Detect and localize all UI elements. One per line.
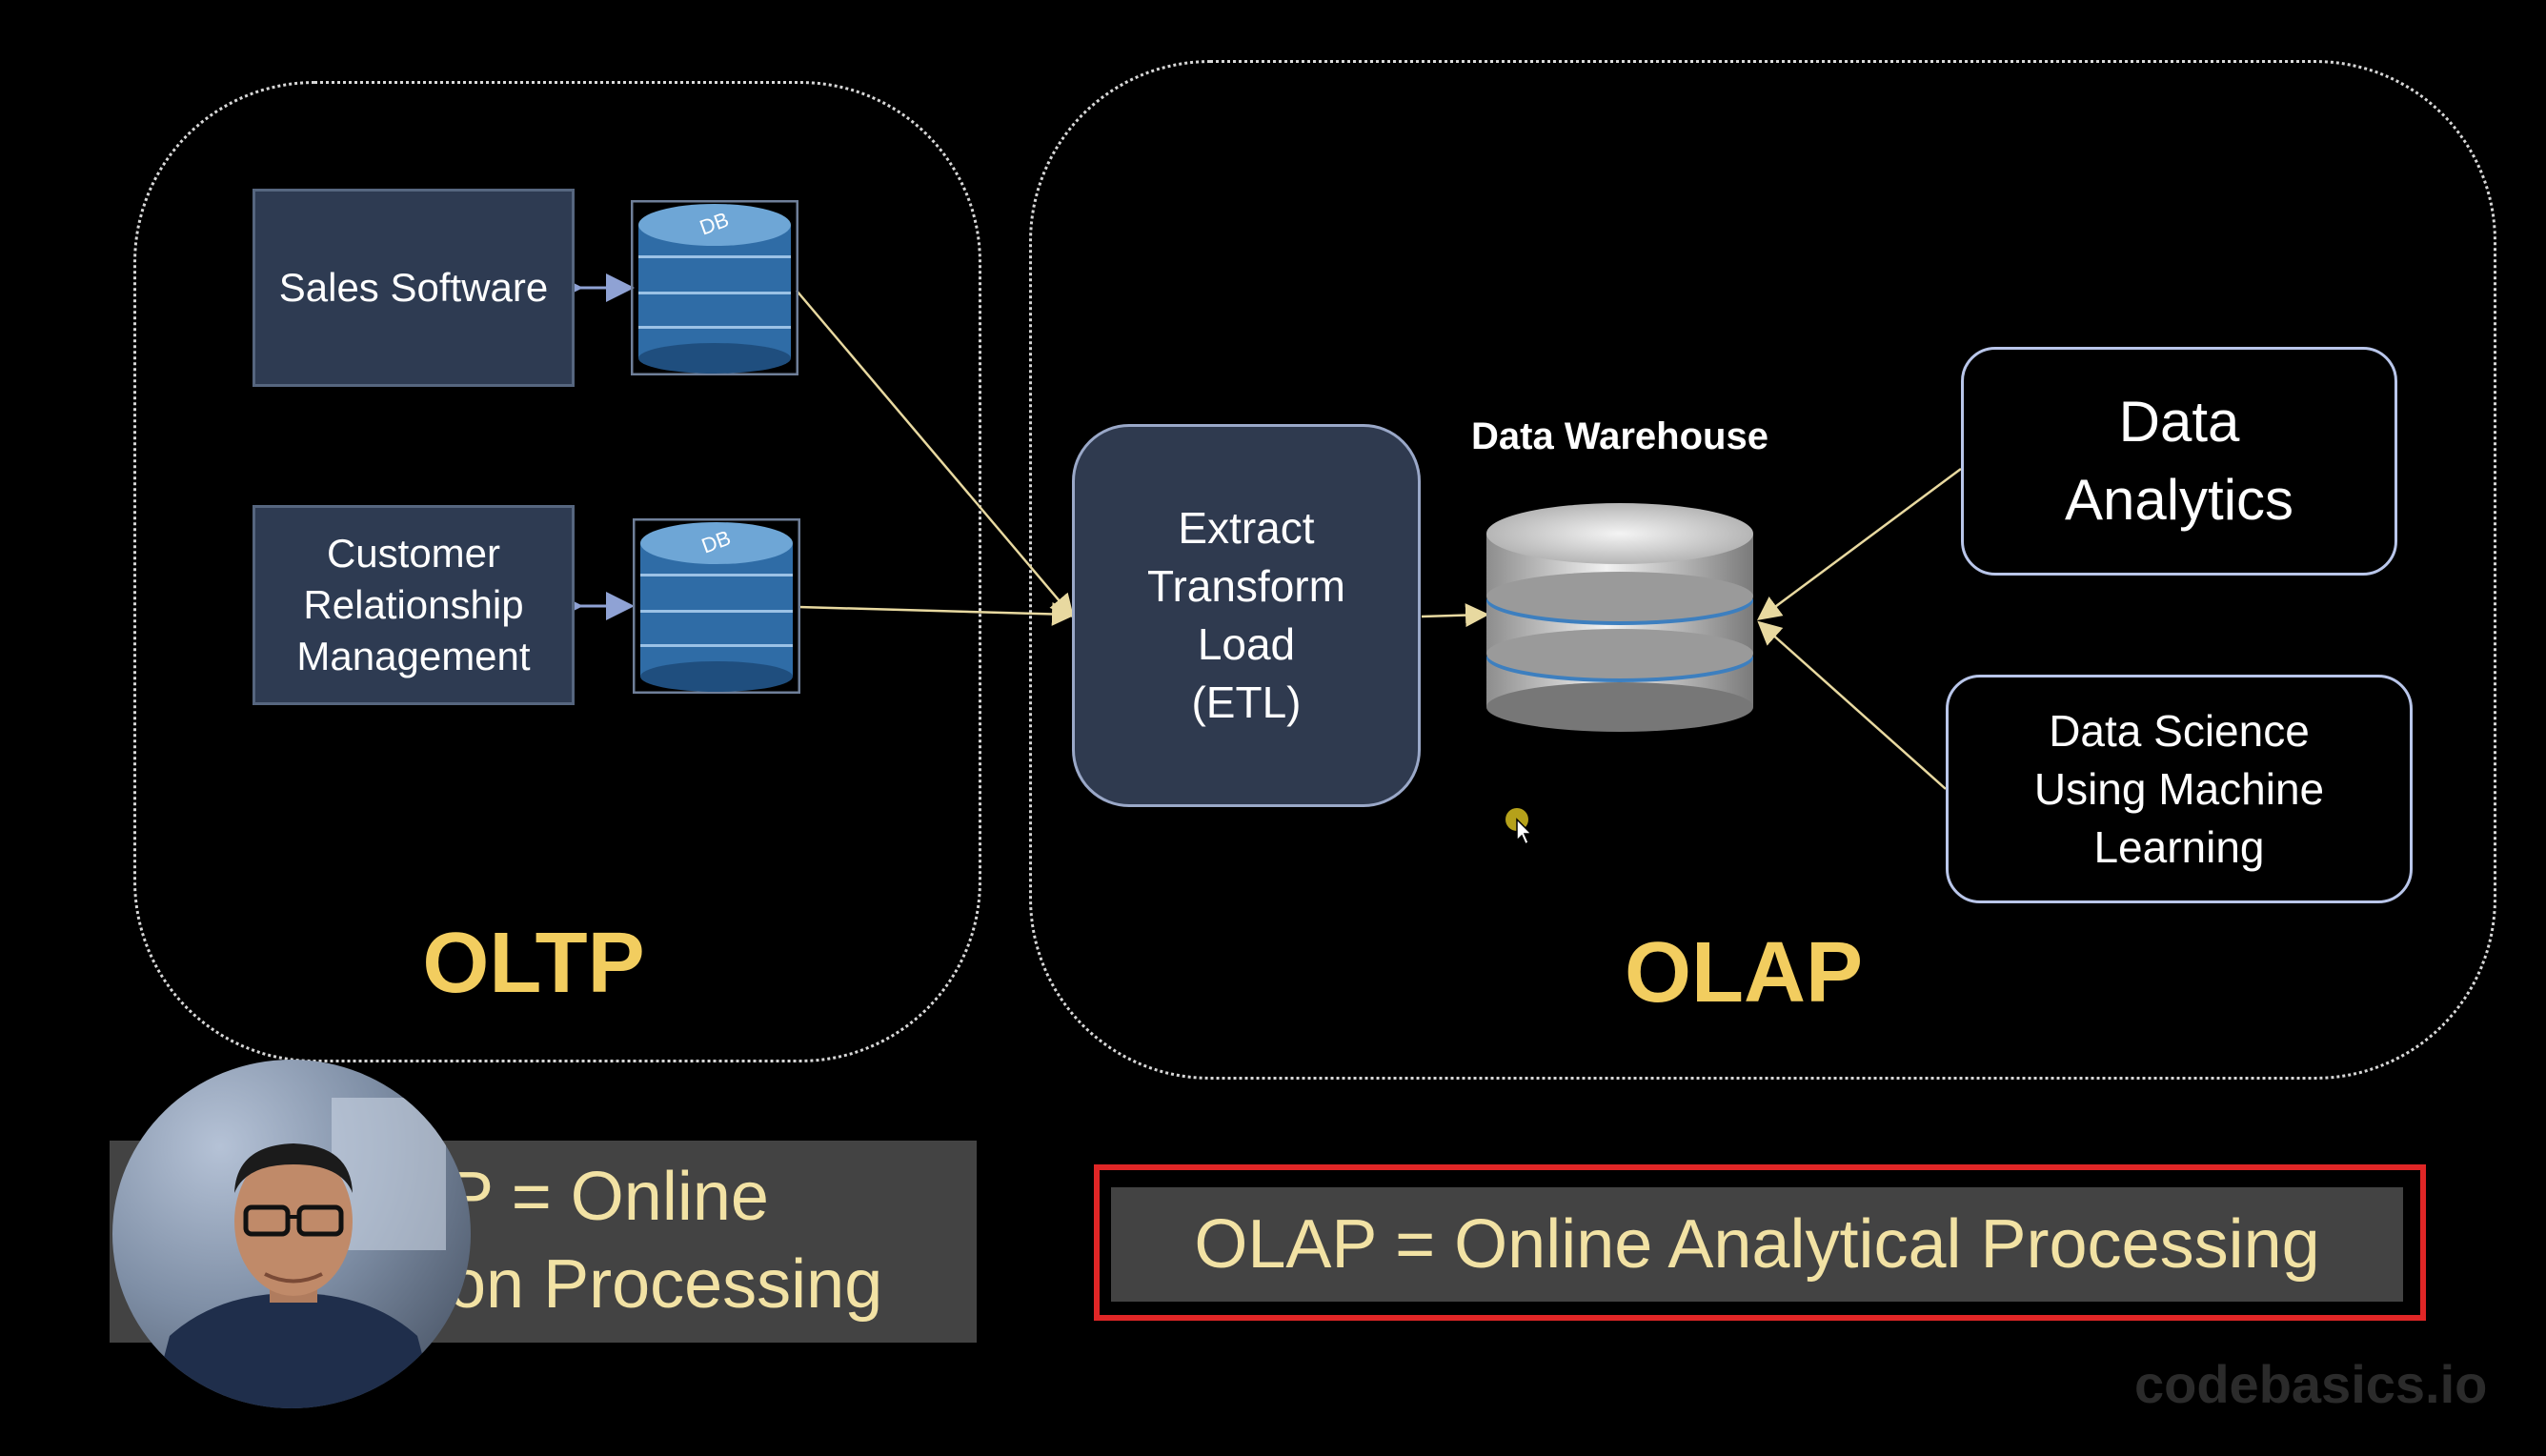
olap-title: OLAP	[1624, 925, 1863, 1021]
crm-db-to-etl-arrow	[798, 601, 1076, 626]
oltp-definition-line-1: P = Online	[448, 1159, 769, 1235]
olap-definition-banner: OLAP = Online Analytical Processing	[1111, 1187, 2403, 1302]
data-science-box: Data Science Using Machine Learning	[1946, 675, 2413, 903]
crm-box: Customer Relationship Management	[253, 505, 575, 705]
etl-to-warehouse-arrow	[1421, 603, 1489, 628]
olap-definition-highlight	[1094, 1164, 2426, 1321]
olap-definition-text: OLAP = Online Analytical Processing	[1194, 1206, 2320, 1283]
data-analytics-box: Data Analytics	[1961, 347, 2397, 576]
sales-software-box: Sales Software	[253, 189, 575, 387]
analytics-to-warehouse-arrow	[1756, 467, 1962, 620]
server-stack-icon	[1482, 495, 1758, 734]
warehouse-label: Data Warehouse	[1471, 415, 1768, 457]
etl-box: Extract Transform Load (ETL)	[1072, 424, 1421, 807]
olap-region	[1029, 60, 2496, 1080]
mouse-cursor-icon	[1504, 808, 1542, 850]
crm-database-icon: DB	[632, 517, 801, 695]
oltp-region	[133, 81, 981, 1062]
oltp-title: OLTP	[422, 916, 645, 1011]
presenter-avatar	[112, 1060, 471, 1408]
oltp-definition-line-2: on Processing	[448, 1246, 883, 1323]
watermark: codebasics.io	[2134, 1354, 2488, 1414]
sales-db-to-etl-arrow	[796, 290, 1075, 618]
sales-database-icon: DB	[630, 199, 799, 376]
datascience-to-warehouse-arrow	[1757, 620, 1947, 790]
